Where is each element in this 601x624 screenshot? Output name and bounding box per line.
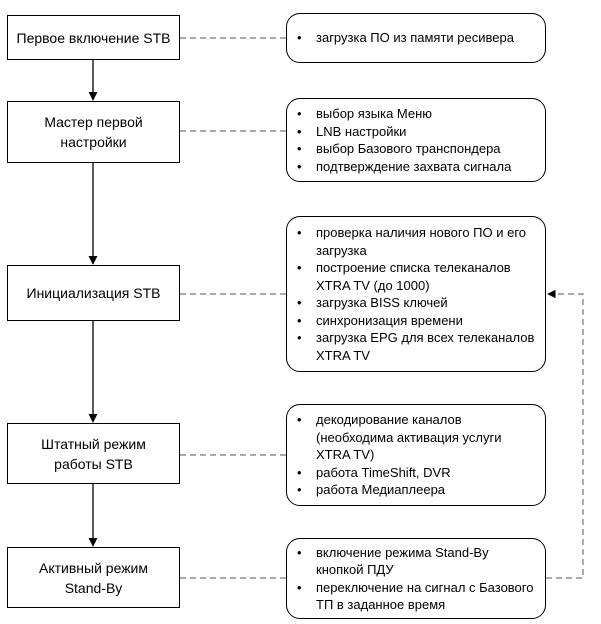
- list-item: переключение на сигнал с Базового ТП в з…: [293, 579, 539, 614]
- stage-box-setup-wizard: Мастер первой настройки: [7, 101, 180, 163]
- stage-box-normal-mode: Штатный режим работы STB: [7, 423, 180, 484]
- list-item: LNB настройки: [293, 123, 539, 141]
- list-item: работа TimeShift, DVR: [293, 464, 539, 482]
- stage-box-first-power-on: Первое включение STB: [7, 15, 180, 60]
- list-item: подтверждение захвата сигнала: [293, 158, 539, 176]
- list-item: включение режима Stand-By кнопкой ПДУ: [293, 544, 539, 579]
- list-item: построение списка телеканалов XTRA TV (д…: [293, 259, 539, 294]
- details-list: включение режима Stand-By кнопкой ПДУ пе…: [293, 544, 539, 614]
- details-list: выбор языка Меню LNB настройки выбор Баз…: [293, 105, 539, 175]
- stage-label: Штатный режим работы STB: [41, 435, 146, 472]
- list-item: синхронизация времени: [293, 312, 539, 330]
- list-item: работа Медиаплеера: [293, 481, 539, 499]
- stage-label: Мастер первой настройки: [44, 114, 143, 150]
- details-list: проверка наличия нового ПО и его загрузк…: [293, 224, 539, 364]
- list-item: выбор Базового транспондера: [293, 140, 539, 158]
- details-list: декодирование каналов (необходима актива…: [293, 411, 539, 499]
- stage-label: Инициализация STB: [26, 285, 161, 301]
- list-item: загрузка EPG для всех телеканалов XTRA T…: [293, 329, 539, 364]
- list-item: выбор языка Меню: [293, 105, 539, 123]
- stage-box-standby: Активный режим Stand-By: [7, 547, 180, 608]
- details-box-first-power-on: загрузка ПО из памяти ресивера: [286, 13, 546, 63]
- stage-box-initialization: Инициализация STB: [7, 265, 180, 321]
- list-item: проверка наличия нового ПО и его загрузк…: [293, 224, 539, 259]
- stage-label: Первое включение STB: [16, 29, 171, 46]
- list-item: загрузка BISS ключей: [293, 294, 539, 312]
- details-box-setup-wizard: выбор языка Меню LNB настройки выбор Баз…: [286, 98, 546, 182]
- return-loop-arrow: [546, 289, 584, 579]
- stage-label: Активный режим Stand-By: [38, 559, 149, 596]
- list-item: декодирование каналов (необходима актива…: [293, 411, 539, 464]
- details-box-initialization: проверка наличия нового ПО и его загрузк…: [286, 216, 546, 372]
- details-box-normal-mode: декодирование каналов (необходима актива…: [286, 404, 546, 506]
- details-box-standby: включение режима Stand-By кнопкой ПДУ пе…: [286, 538, 546, 619]
- details-list: загрузка ПО из памяти ресивера: [293, 29, 539, 47]
- list-item: загрузка ПО из памяти ресивера: [293, 29, 539, 47]
